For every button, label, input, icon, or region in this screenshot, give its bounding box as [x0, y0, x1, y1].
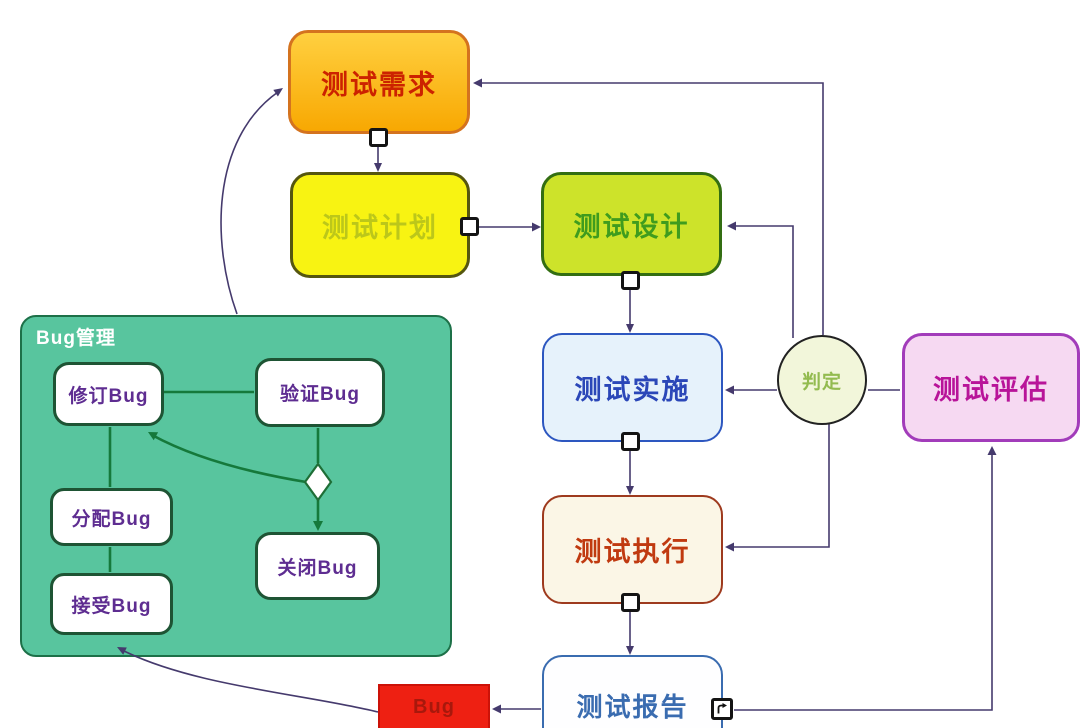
test-report-label: 测试报告 — [576, 691, 689, 722]
node-verify-bug: 验证Bug — [255, 358, 385, 427]
node-close-bug: 关闭Bug — [255, 532, 380, 600]
node-decision-circle: 判定 — [777, 335, 867, 425]
connector-pin-icon — [369, 128, 388, 147]
node-revise-bug: 修订Bug — [53, 362, 164, 426]
loop-arrow-glyph — [717, 703, 727, 714]
connector-pin-icon — [621, 593, 640, 612]
test-implementation-label: 测试实施 — [574, 375, 691, 405]
test-execution-label: 测试执行 — [574, 537, 691, 567]
node-test-design: 测试设计 — [541, 172, 722, 276]
revise-bug-label: 修订Bug — [68, 385, 149, 407]
node-test-evaluation: 测试评估 — [902, 333, 1080, 442]
test-design-label: 测试设计 — [573, 211, 690, 242]
node-test-report: 测试报告 — [542, 655, 723, 728]
loop-arrow-icon — [711, 698, 733, 720]
assign-bug-label: 分配Bug — [71, 508, 152, 530]
accept-bug-label: 接受Bug — [71, 595, 152, 617]
decision-label: 判定 — [801, 371, 842, 393]
node-test-plan: 测试计划 — [290, 172, 470, 278]
test-plan-label: 测试计划 — [322, 212, 438, 243]
node-test-implementation: 测试实施 — [542, 333, 723, 442]
verify-bug-label: 验证Bug — [280, 384, 360, 405]
test-evaluation-label: 测试评估 — [933, 375, 1049, 405]
connector-pin-icon — [621, 271, 640, 290]
close-bug-label: 关闭Bug — [277, 557, 358, 579]
test-requirements-label: 测试需求 — [321, 69, 437, 100]
node-test-requirements: 测试需求 — [288, 30, 470, 134]
bug-management-group-label: Bug管理 — [36, 328, 116, 349]
connector-pin-icon — [621, 432, 640, 451]
bug-label: Bug — [413, 695, 455, 718]
node-accept-bug: 接受Bug — [50, 573, 173, 635]
node-assign-bug: 分配Bug — [50, 488, 173, 546]
connector-pin-icon — [460, 217, 479, 236]
node-bug: Bug — [378, 684, 490, 728]
node-test-execution: 测试执行 — [542, 495, 723, 604]
